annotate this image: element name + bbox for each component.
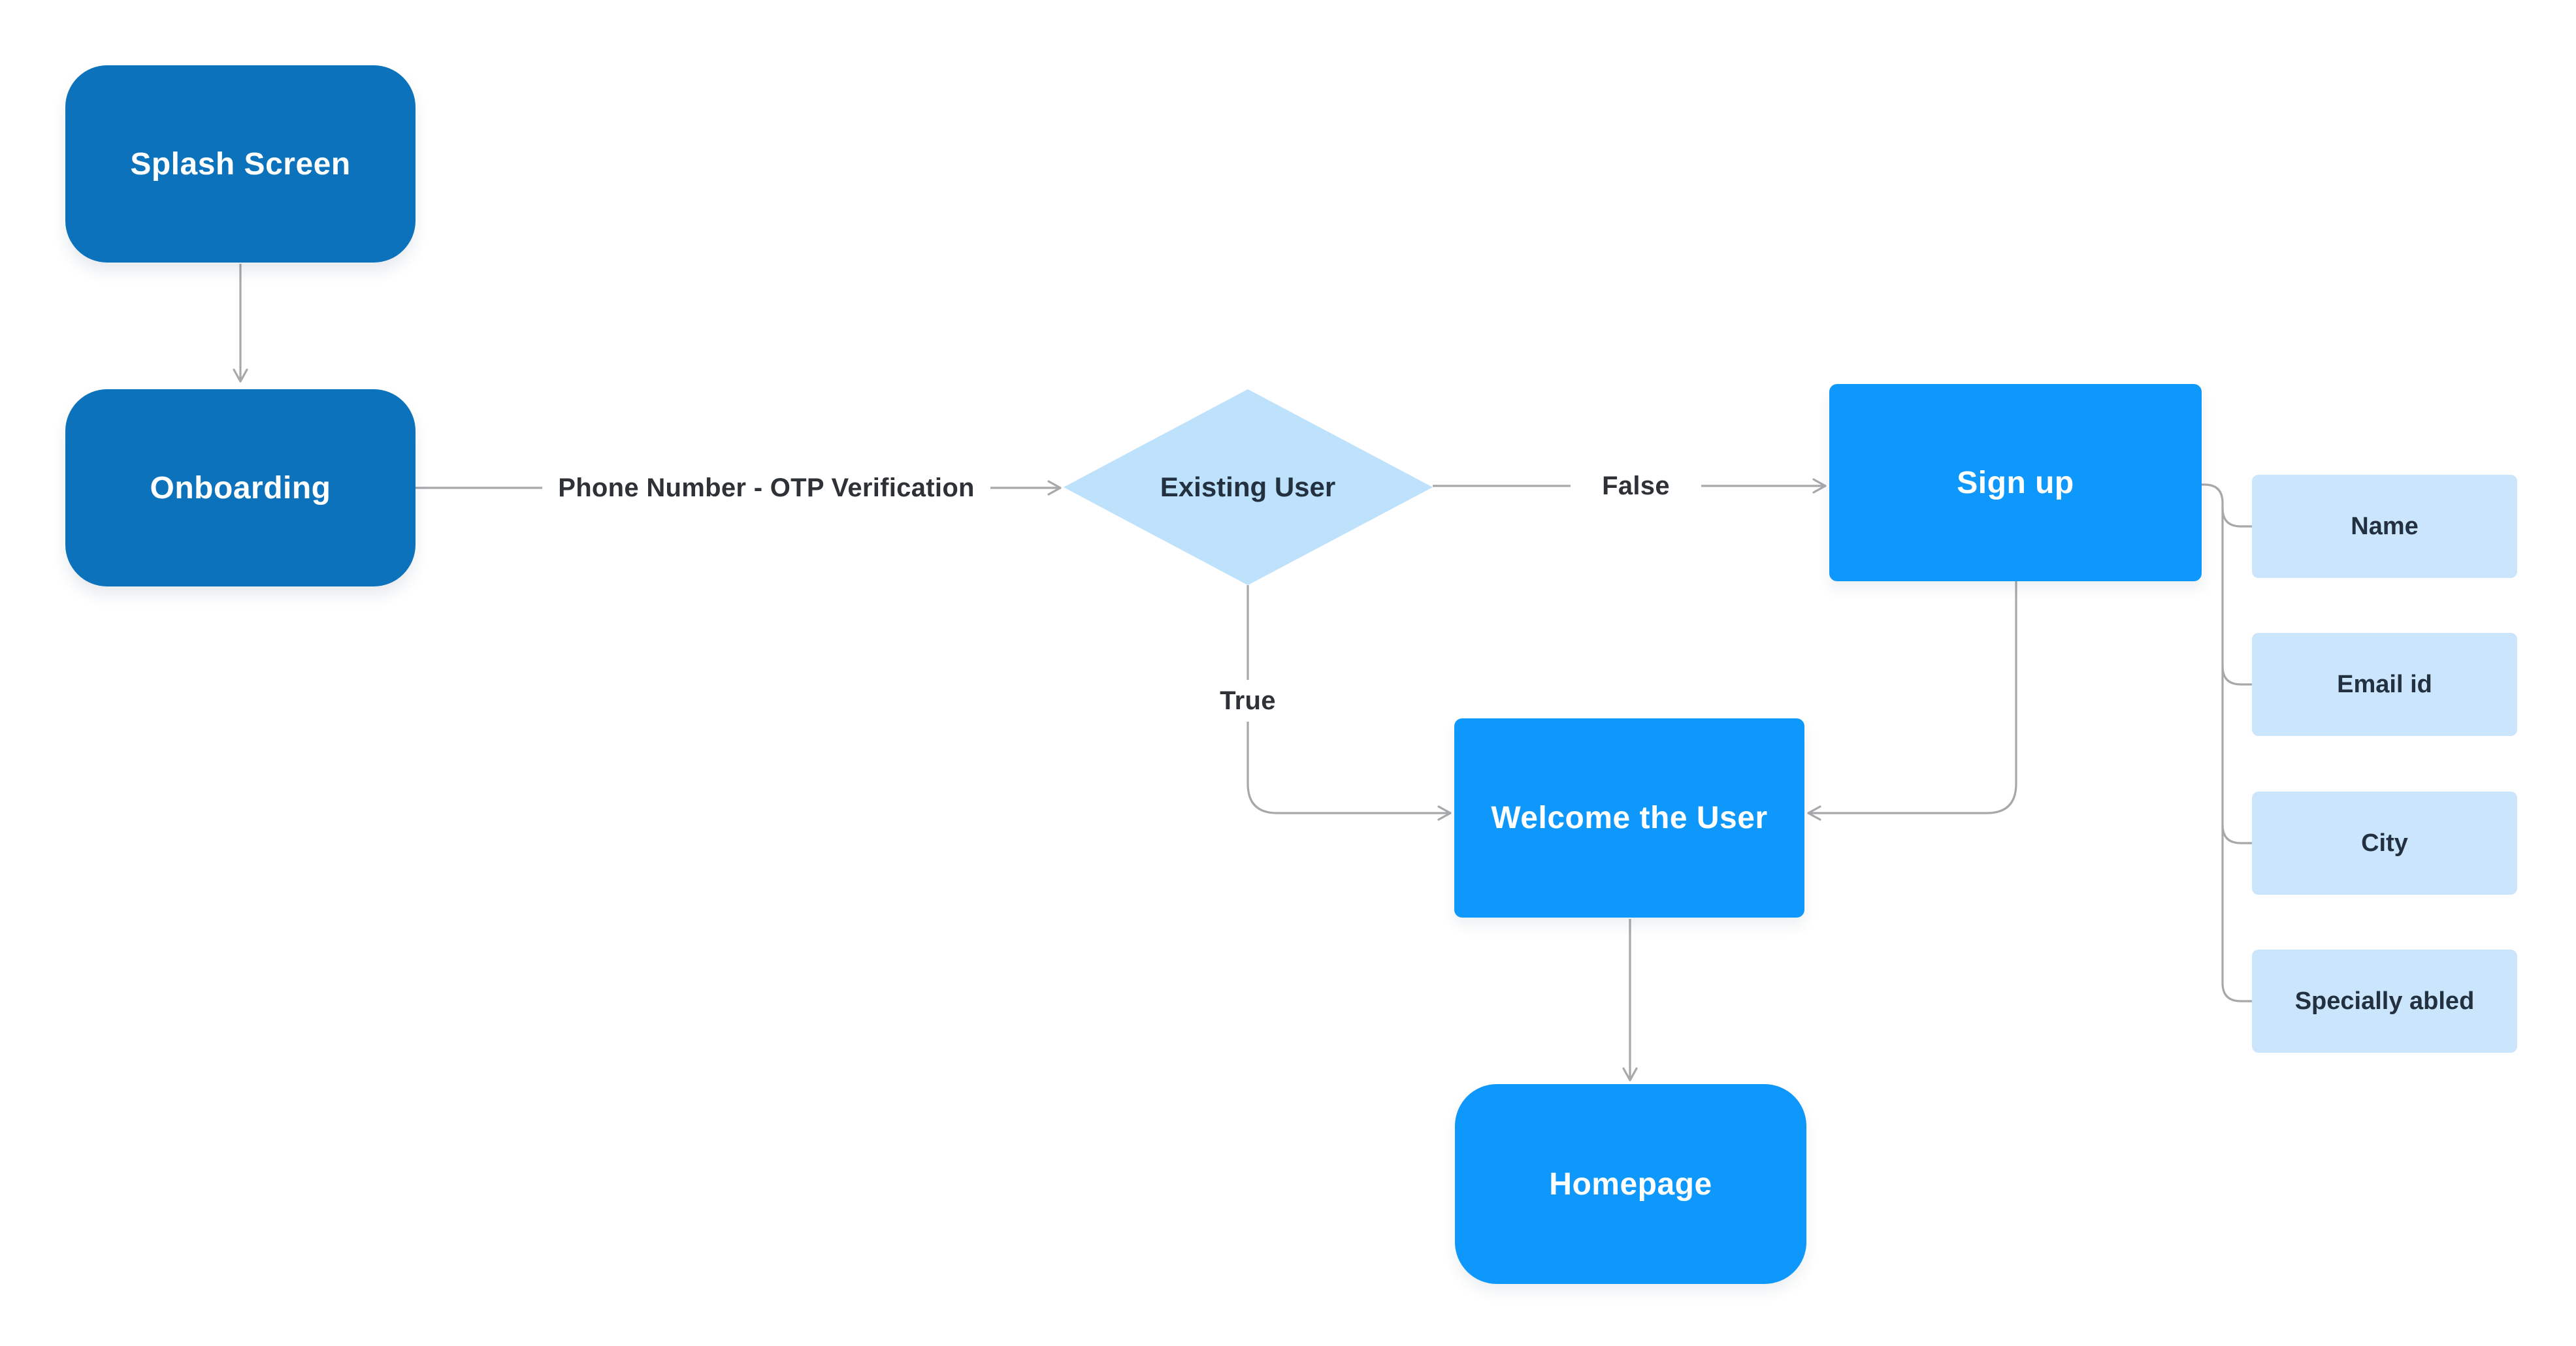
edge-label-true: True: [1196, 680, 1300, 722]
edge-signup-fields-trunk: [2202, 483, 2252, 1002]
edge-branch-name: [2221, 507, 2252, 528]
field-box-email-id: Email id: [2252, 633, 2517, 736]
field-box-city: City: [2252, 792, 2517, 895]
field-box-name-label: Name: [2351, 512, 2419, 540]
edge-label-false: False: [1571, 465, 1701, 507]
node-splash-screen-label: Splash Screen: [130, 146, 351, 182]
field-box-city-label: City: [2361, 829, 2408, 857]
edge-label-otp-verification: Phone Number - OTP Verification: [542, 467, 990, 509]
node-homepage-label: Homepage: [1549, 1166, 1712, 1202]
node-sign-up-label: Sign up: [1957, 465, 2074, 500]
node-splash-screen: Splash Screen: [65, 65, 416, 263]
edge-decision-to-welcome: [1247, 585, 1452, 821]
field-box-name: Name: [2252, 475, 2517, 578]
decision-diamond-shape: [1064, 389, 1433, 585]
node-homepage: Homepage: [1455, 1084, 1806, 1284]
field-box-email-id-label: Email id: [2337, 670, 2432, 698]
node-onboarding-label: Onboarding: [150, 470, 331, 505]
node-welcome-user-label: Welcome the User: [1491, 801, 1768, 835]
field-box-specially-abled-label: Specially abled: [2294, 987, 2475, 1015]
node-onboarding: Onboarding: [65, 389, 416, 586]
edge-branch-email: [2221, 665, 2252, 686]
edge-branch-city: [2221, 824, 2252, 844]
field-box-specially-abled: Specially abled: [2252, 950, 2517, 1053]
node-welcome-user: Welcome the User: [1454, 718, 1804, 918]
edge-signup-to-welcome: [1807, 581, 2017, 821]
node-sign-up: Sign up: [1829, 384, 2202, 581]
decision-existing-user-label: Existing User: [1160, 472, 1336, 502]
